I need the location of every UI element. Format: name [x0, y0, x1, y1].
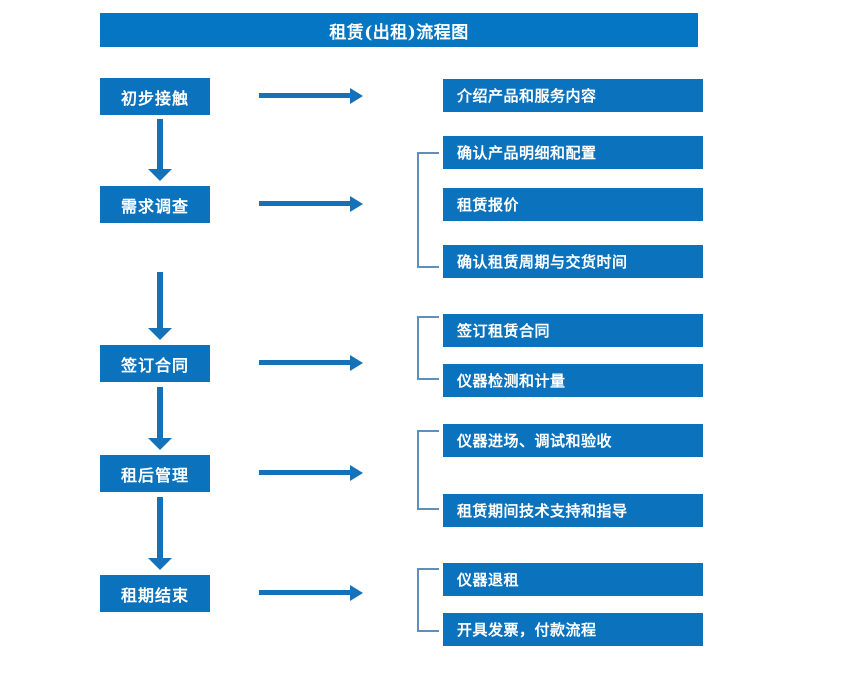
flow-arrow-right-5 — [259, 585, 363, 601]
flow-arrow-down-4 — [148, 497, 172, 570]
stage-box-1[interactable]: 初步接触 — [100, 78, 210, 115]
arrow-shaft — [259, 470, 351, 475]
arrow-head — [350, 585, 363, 601]
group-bracket-4 — [417, 568, 439, 632]
group-bracket-2 — [417, 316, 439, 380]
arrow-head — [350, 355, 363, 371]
flow-arrow-down-1 — [148, 119, 172, 181]
stage-box-4[interactable]: 租后管理 — [100, 455, 210, 492]
arrow-shaft — [259, 360, 351, 365]
detail-box-4[interactable]: 确认租赁周期与交货时间 — [443, 245, 703, 278]
flow-arrow-right-3 — [259, 355, 363, 371]
detail-box-3[interactable]: 租赁报价 — [443, 188, 703, 221]
arrow-head — [350, 196, 363, 212]
stage-box-5[interactable]: 租期结束 — [100, 575, 210, 612]
flow-arrow-right-1 — [259, 88, 363, 104]
group-bracket-3 — [417, 430, 439, 510]
group-bracket-1 — [417, 152, 439, 268]
arrow-shaft — [157, 119, 163, 169]
arrow-shaft — [259, 93, 351, 98]
stage-box-3[interactable]: 签订合同 — [100, 345, 210, 382]
detail-box-10[interactable]: 开具发票，付款流程 — [443, 613, 703, 646]
stage-box-2[interactable]: 需求调查 — [100, 186, 210, 223]
arrow-head — [148, 169, 172, 181]
diagram-title: 租赁(出租)流程图 — [100, 13, 698, 47]
flow-arrow-down-3 — [148, 387, 172, 450]
arrow-shaft — [259, 201, 351, 206]
arrow-head — [148, 328, 172, 340]
flow-arrow-right-4 — [259, 465, 363, 481]
arrow-shaft — [157, 272, 163, 328]
arrow-shaft — [157, 387, 163, 438]
detail-box-2[interactable]: 确认产品明细和配置 — [443, 136, 703, 169]
detail-box-1[interactable]: 介绍产品和服务内容 — [443, 79, 703, 112]
detail-box-7[interactable]: 仪器进场、调试和验收 — [443, 424, 703, 457]
detail-box-6[interactable]: 仪器检测和计量 — [443, 364, 703, 397]
flow-arrow-down-2 — [148, 272, 172, 340]
flow-arrow-right-2 — [259, 196, 363, 212]
detail-box-5[interactable]: 签订租赁合同 — [443, 314, 703, 347]
arrow-shaft — [157, 497, 163, 558]
arrow-shaft — [259, 590, 351, 595]
arrow-head — [148, 438, 172, 450]
arrow-head — [148, 558, 172, 570]
arrow-head — [350, 465, 363, 481]
arrow-head — [350, 88, 363, 104]
detail-box-9[interactable]: 仪器退租 — [443, 563, 703, 596]
detail-box-8[interactable]: 租赁期间技术支持和指导 — [443, 494, 703, 527]
